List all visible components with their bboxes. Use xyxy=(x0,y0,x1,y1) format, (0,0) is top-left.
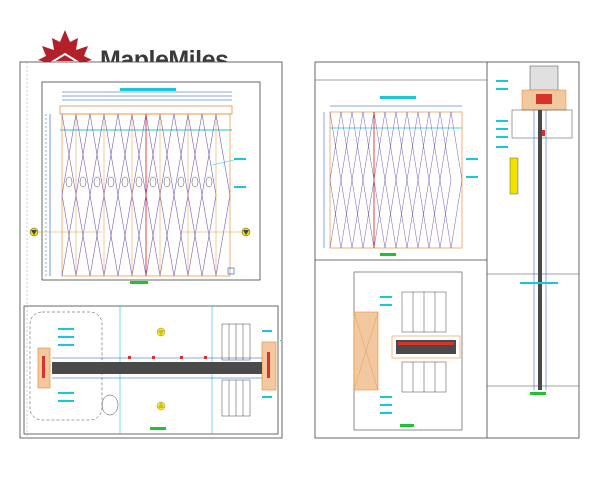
section-detail-view xyxy=(353,271,463,431)
sheet-left xyxy=(19,61,283,439)
section-arrow-icon xyxy=(241,227,251,237)
plan-view xyxy=(23,305,281,435)
section-arrow-icon xyxy=(29,227,39,237)
sheet-right xyxy=(314,61,580,439)
elevation-detail-view xyxy=(323,96,478,256)
drawing-label-bar xyxy=(150,427,166,430)
drawing-label-bar xyxy=(400,424,414,427)
drawing-label-bar xyxy=(530,392,546,395)
vertical-section-view xyxy=(496,65,573,395)
front-elevation-view xyxy=(29,81,261,284)
drawing-label-bar xyxy=(380,253,396,256)
drawing-label-bar xyxy=(130,281,148,284)
